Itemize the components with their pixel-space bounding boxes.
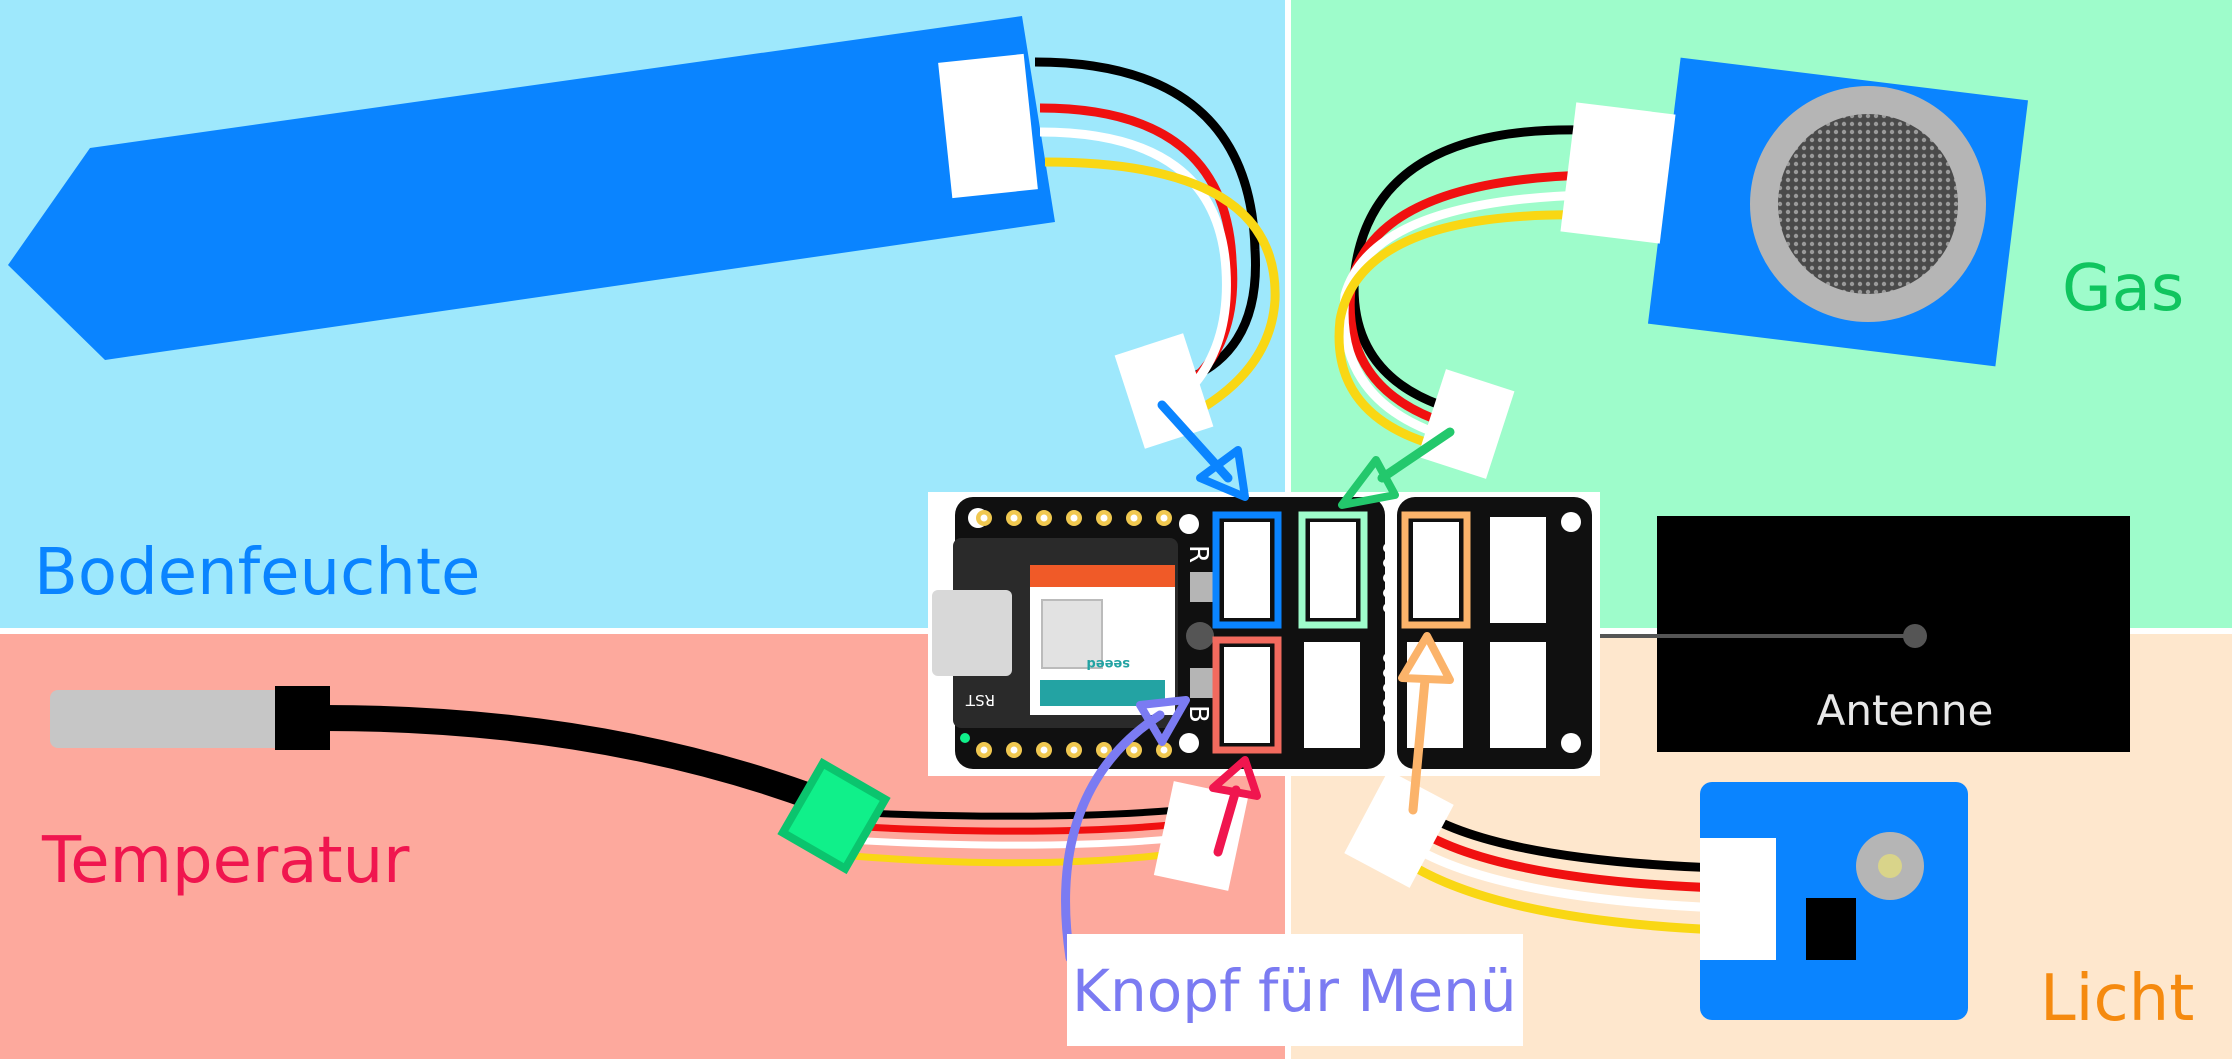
- temperature-sensor-joint: [777, 757, 891, 875]
- header-pin-hole: [1010, 514, 1018, 522]
- antenna: Antenne: [1200, 516, 2130, 752]
- board-r-label: R: [1183, 545, 1213, 563]
- rst-label: RST: [965, 691, 995, 709]
- via-dot: [1383, 713, 1393, 723]
- header-pin-hole: [1070, 746, 1078, 754]
- header-pin-hole: [1160, 514, 1168, 522]
- header-pin-hole: [1010, 746, 1018, 754]
- grove-port-soil: [1212, 511, 1282, 629]
- light-arrow: [1408, 675, 1430, 815]
- header-pin-hole: [1100, 746, 1108, 754]
- via-dot: [1383, 698, 1393, 708]
- gas-arrow: [1377, 427, 1455, 483]
- via-dot: [1383, 653, 1393, 663]
- button-center-dot: [1186, 622, 1214, 650]
- usb-c-port: [932, 590, 1012, 676]
- header-pin-hole: [1040, 746, 1048, 754]
- temperature-probe-collar: [275, 686, 330, 750]
- soil-label: Bodenfeuchte: [34, 536, 480, 610]
- light-sensor-connector: [1700, 838, 1776, 960]
- button-arrow: [1061, 710, 1165, 963]
- via-dot: [1383, 573, 1393, 583]
- grove-port-gas: [1298, 511, 1368, 629]
- mount-hole: [1561, 733, 1581, 753]
- soil-cable-plug: [1114, 333, 1214, 449]
- soil-sensor-connector: [938, 53, 1038, 199]
- via-dot: [1383, 603, 1393, 613]
- header-pin-hole: [1160, 746, 1168, 754]
- grove-port-temperature: [1212, 636, 1282, 754]
- light-sensor-chip: [1806, 898, 1856, 960]
- gas-label: Gas: [2062, 252, 2184, 326]
- via-dots: [1383, 543, 1393, 723]
- mount-hole: [1179, 733, 1199, 753]
- soil-probe-icon: [8, 16, 1055, 360]
- light-label: Licht: [2040, 962, 2194, 1036]
- temperature-label: Temperatur: [41, 824, 410, 898]
- light-cable-plug: [1344, 770, 1454, 888]
- mcu-chip: [1041, 599, 1103, 669]
- temperature-probe-tip: [50, 690, 282, 748]
- header-pin-hole: [1130, 746, 1138, 754]
- temperature-cable-plug: [1153, 781, 1249, 891]
- gas-cable-plug: [1417, 369, 1515, 479]
- connection-arrows: [1061, 400, 1455, 963]
- header-pin-hole: [1070, 514, 1078, 522]
- mount-hole: [1179, 514, 1199, 534]
- via-dot: [1383, 588, 1393, 598]
- via-dot: [1383, 543, 1393, 553]
- light-sensor: [1344, 770, 1968, 1020]
- gas-sensor: [1334, 57, 2029, 479]
- pin-header-bottom: [976, 742, 1172, 758]
- gas-sensor-mesh-icon: [1778, 114, 1958, 294]
- pin-header-top: [976, 510, 1172, 526]
- via-dot: [1383, 558, 1393, 568]
- button-label: Knopf für Menü: [1072, 957, 1517, 1025]
- seeed-brand-label: seeed: [1087, 656, 1131, 671]
- header-pin-hole: [980, 746, 988, 754]
- via-dot: [1383, 683, 1393, 693]
- button-label-box: [1067, 934, 1523, 1046]
- antenna-label: Antenne: [1817, 686, 1994, 735]
- antenna-end-dot: [1903, 624, 1927, 648]
- header-pin-hole: [1100, 514, 1108, 522]
- grove-port-spare: [1490, 517, 1546, 623]
- temperature-arrow: [1213, 785, 1241, 857]
- grove-port-light: [1401, 511, 1471, 629]
- via-dot: [1383, 668, 1393, 678]
- expansion-board: seeed RST R B: [928, 492, 1600, 776]
- temperature-sensor: [50, 686, 1249, 891]
- header-pin-hole: [980, 514, 988, 522]
- status-led: [960, 733, 970, 743]
- grove-port-spare: [1490, 642, 1546, 748]
- header-pin-hole: [1130, 514, 1138, 522]
- soil-moisture-sensor: [8, 16, 1280, 449]
- grove-port-spare: [1304, 642, 1360, 748]
- board-b-label: B: [1183, 705, 1213, 723]
- header-pin-hole: [1040, 514, 1048, 522]
- mount-hole: [1561, 512, 1581, 532]
- gas-sensor-connector: [1560, 102, 1676, 244]
